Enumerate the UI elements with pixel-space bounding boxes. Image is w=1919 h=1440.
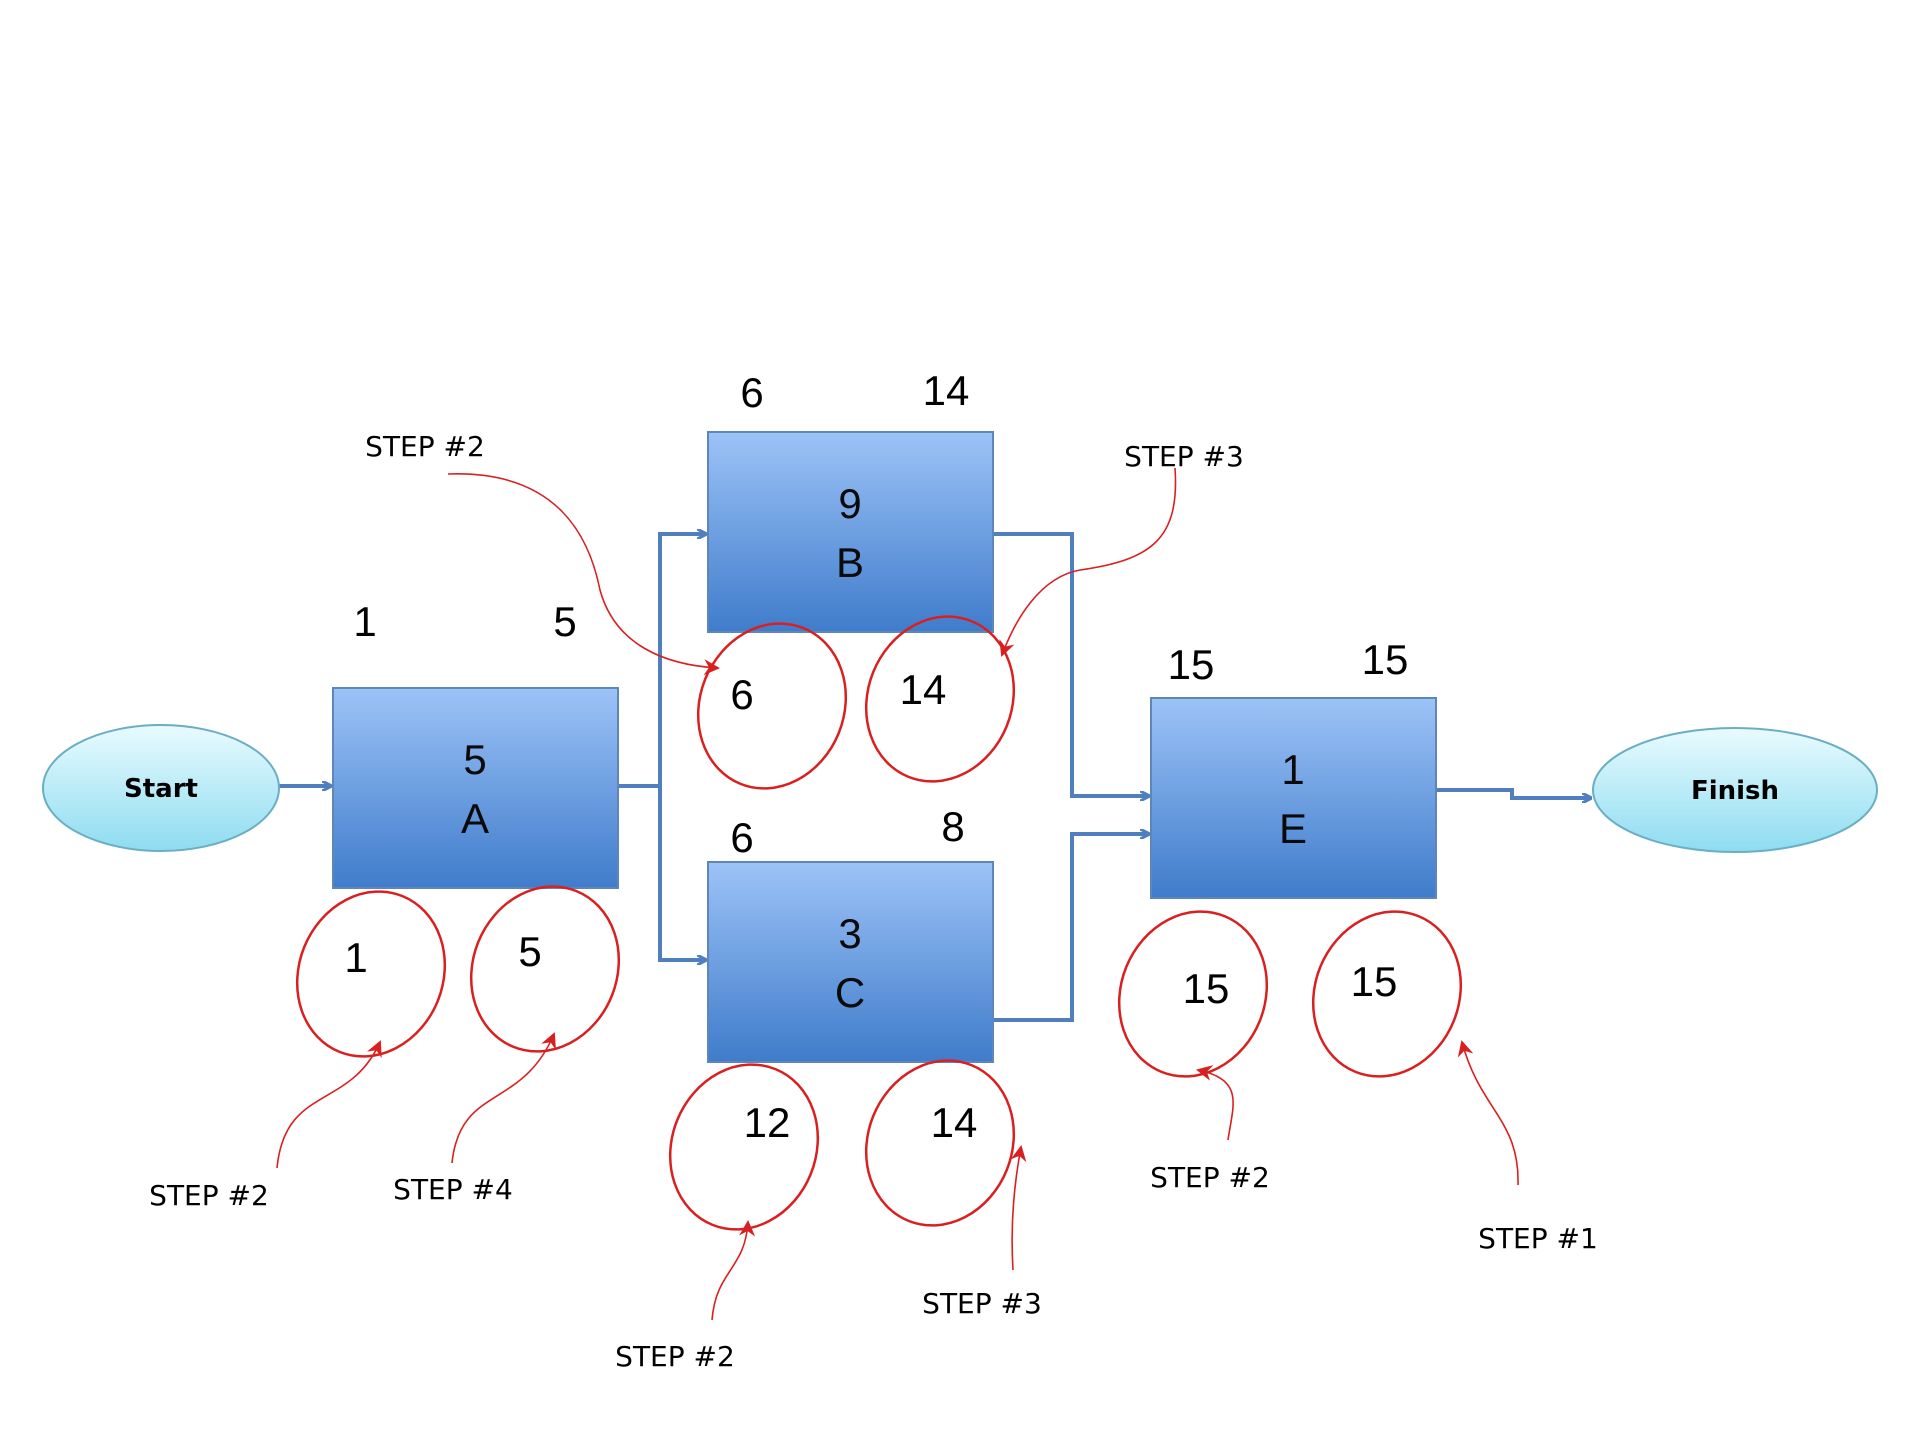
activity-b-late-finish: 14 <box>900 666 947 713</box>
activity-e-early-finish: 15 <box>1362 636 1409 683</box>
activity-c-name: C <box>835 969 865 1016</box>
connectors <box>278 532 1590 1022</box>
activity-a-late-start-circle <box>295 890 447 1058</box>
activity-a-early-start: 1 <box>353 598 376 645</box>
connector-e-finish <box>1436 788 1590 798</box>
start-node: Start <box>42 724 280 852</box>
activity-b-duration: 9 <box>838 480 861 527</box>
activity-b-early-finish: 14 <box>923 367 970 414</box>
step-label-a-lf: STEP #4 <box>393 1173 513 1206</box>
step-labels: STEP #2 STEP #4 STEP #2 STEP #3 STEP #2 … <box>149 430 1598 1373</box>
activity-a: 5 A <box>332 687 619 889</box>
start-label: Start <box>124 774 198 804</box>
step-arrow-e-ls <box>1196 1065 1234 1141</box>
activity-a-late-finish: 5 <box>518 928 541 975</box>
activity-c-late-start-circle <box>668 1063 820 1231</box>
step-arrows <box>276 467 1519 1321</box>
activity-e-name: E <box>1279 805 1307 852</box>
activity-e-late-finish: 15 <box>1351 958 1398 1005</box>
activity-a-name: A <box>461 795 489 842</box>
activity-b-late-finish-circle <box>864 615 1016 783</box>
activity-e-early-start: 15 <box>1168 641 1215 688</box>
late-times <box>295 615 1463 1231</box>
connector-b-e <box>992 532 1148 796</box>
activity-e: 1 E <box>1150 697 1437 899</box>
activity-c-duration: 3 <box>838 910 861 957</box>
connector-a-c <box>658 786 705 960</box>
step-label-b-ls: STEP #2 <box>365 430 485 463</box>
activity-b-name: B <box>836 539 864 586</box>
step-arrow-a-ls <box>276 1040 382 1169</box>
step-arrow-e-lf <box>1457 1040 1519 1186</box>
activity-e-late-finish-circle <box>1311 910 1463 1078</box>
activity-b-early-start: 6 <box>740 369 763 416</box>
activity-c-early-finish: 8 <box>941 803 964 850</box>
activity-c-late-finish: 14 <box>931 1099 978 1146</box>
activity-e-late-start: 15 <box>1183 965 1230 1012</box>
activity-c-early-start: 6 <box>730 814 753 861</box>
early-times: 1 5 6 14 6 8 15 15 <box>353 367 1408 861</box>
step-arrow-b-lf <box>999 467 1177 657</box>
activity-a-late-start: 1 <box>344 934 367 981</box>
activity-c-late-finish-circle <box>864 1059 1016 1227</box>
late-time-values: 1 5 6 14 12 14 15 15 <box>344 666 1397 1146</box>
step-label-e-ls: STEP #2 <box>1150 1161 1270 1194</box>
connector-a-b <box>658 534 705 786</box>
finish-node: Finish <box>1592 727 1878 853</box>
step-label-a-ls: STEP #2 <box>149 1179 269 1212</box>
activity-e-late-start-circle <box>1117 910 1269 1078</box>
step-label-b-lf: STEP #3 <box>1124 440 1244 473</box>
activity-a-early-finish: 5 <box>553 598 576 645</box>
finish-label: Finish <box>1691 776 1779 806</box>
step-arrow-c-lf <box>1010 1145 1027 1271</box>
activity-a-late-finish-circle <box>469 885 621 1053</box>
connector-c-e <box>992 834 1148 1022</box>
step-arrow-b-ls <box>447 473 720 676</box>
step-label-c-lf: STEP #3 <box>922 1287 1042 1320</box>
activity-b-late-start-circle <box>696 622 848 790</box>
activity-b-late-start: 6 <box>730 671 753 718</box>
activity-a-duration: 5 <box>463 736 486 783</box>
step-label-c-ls: STEP #2 <box>615 1340 735 1373</box>
activity-b: 9 B <box>707 431 994 633</box>
activity-c: 3 C <box>707 861 994 1063</box>
step-arrow-a-lf <box>451 1032 556 1164</box>
activity-c-late-start: 12 <box>744 1099 791 1146</box>
activity-e-duration: 1 <box>1281 746 1304 793</box>
step-label-e-lf: STEP #1 <box>1478 1222 1598 1255</box>
step-arrow-c-ls <box>711 1220 756 1321</box>
